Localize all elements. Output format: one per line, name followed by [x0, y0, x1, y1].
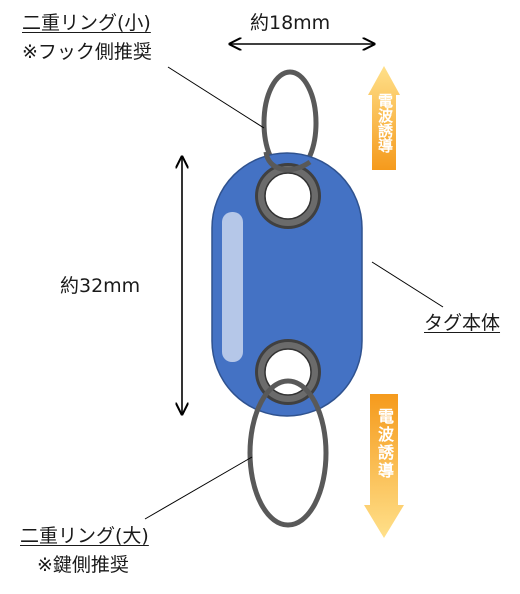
- wave-guide-label-top: 電波誘導: [376, 93, 394, 153]
- wave-guide-arrow-bottom: [364, 394, 404, 538]
- ring-large-title: 二重リング(大): [20, 525, 149, 547]
- top-hole-inner: [264, 172, 312, 220]
- wave-guide-arrow-top: [368, 66, 400, 170]
- tag-highlight: [222, 212, 243, 362]
- width-dimension-label: 約18mm: [250, 12, 331, 34]
- ring-small-note: ※フック側推奨: [22, 41, 152, 63]
- ring-large-note: ※鍵側推奨: [37, 554, 129, 576]
- small-ring-front: [263, 151, 312, 173]
- large-ring: [247, 378, 329, 528]
- leader-large-ring: [144, 456, 253, 520]
- height-dimension-label: 約32mm: [60, 275, 141, 297]
- wave-guide-label-bottom: 電波誘導: [375, 408, 394, 480]
- leader-small-ring: [167, 66, 265, 129]
- tag-body-label: タグ本体: [424, 312, 501, 334]
- leader-tag-body: [371, 261, 444, 308]
- ring-small-title: 二重リング(小): [22, 12, 151, 34]
- tag-body-shape: [211, 152, 363, 417]
